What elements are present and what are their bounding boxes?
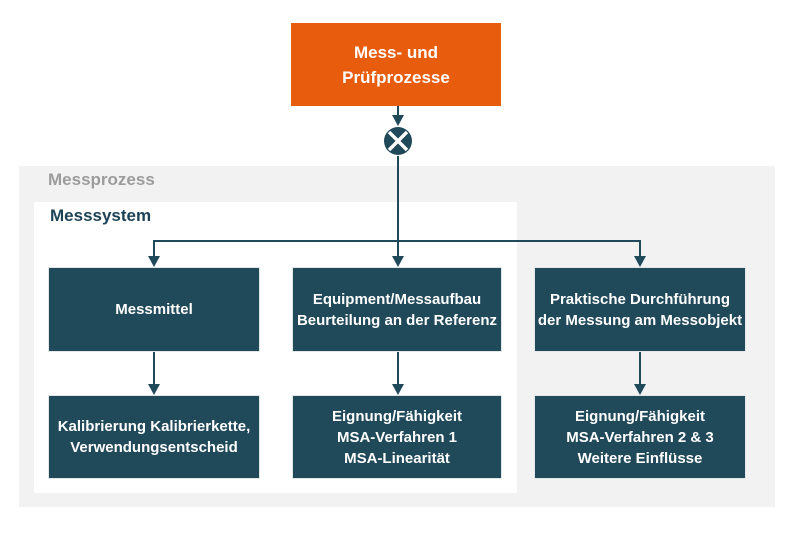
connector-distribution-line xyxy=(153,240,641,242)
connector-main-line xyxy=(397,156,399,256)
arrow-down-icon xyxy=(634,384,646,395)
node-praktische-durchfuehrung: Praktische Durchführung der Messung am M… xyxy=(534,267,746,352)
connector-right-drop xyxy=(639,240,641,256)
connector-col3-line xyxy=(639,352,641,384)
node-messmittel: Messmittel xyxy=(48,267,260,352)
arrow-down-icon xyxy=(634,256,646,267)
node-equipment-messaufbau: Equipment/Messaufbau Beurteilung an der … xyxy=(292,267,502,352)
arrow-down-icon xyxy=(392,115,404,126)
arrow-down-icon xyxy=(392,384,404,395)
connector-left-drop xyxy=(153,240,155,256)
messprozess-panel-label: Messprozess xyxy=(48,170,155,189)
connector-top-line xyxy=(397,106,399,116)
node-kalibrierung: Kalibrierung Kalibrierkette, Verwendungs… xyxy=(48,395,260,479)
node-msa-verfahren-1: Eignung/Fähigkeit MSA-Verfahren 1 MSA-Li… xyxy=(292,395,502,479)
node-mess-und-pruefprozesse: Mess- und Prüfprozesse xyxy=(291,23,501,106)
arrow-down-icon xyxy=(148,384,160,395)
connector-col1-line xyxy=(153,352,155,384)
x-circle-junction-icon xyxy=(383,126,413,156)
arrow-down-icon xyxy=(148,256,160,267)
messsystem-panel-label: Messsystem xyxy=(50,206,152,225)
node-msa-verfahren-2-3: Eignung/Fähigkeit MSA-Verfahren 2 & 3 We… xyxy=(534,395,746,479)
arrow-down-icon xyxy=(392,256,404,267)
connector-col2-line xyxy=(397,352,399,384)
